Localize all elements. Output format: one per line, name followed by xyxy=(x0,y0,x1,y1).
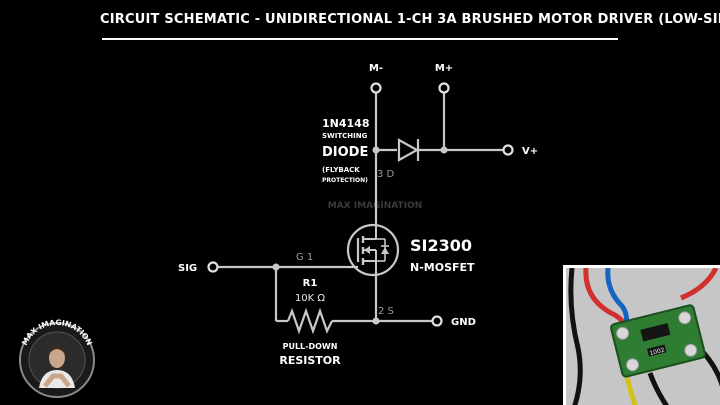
mosfet-part-number: SI2300 xyxy=(410,236,472,255)
diode-type-line: SWITCHING xyxy=(322,132,368,140)
mosfet-symbol xyxy=(346,223,400,277)
label-m-minus: M- xyxy=(369,63,383,74)
label-sig: SIG xyxy=(178,263,197,274)
resistor-ref: R1 xyxy=(303,278,318,289)
diode-part-number: 1N4148 xyxy=(322,117,369,130)
terminal-m-plus xyxy=(438,82,450,94)
junction-gate xyxy=(272,263,280,271)
mosfet-pin-gate: G 1 xyxy=(296,252,313,263)
photo-illustration: 1002 xyxy=(566,268,720,405)
pcb-board: 1002 xyxy=(610,304,706,378)
wires xyxy=(218,92,504,323)
terminal-v-plus xyxy=(502,144,514,156)
mosfet-pin-source: 2 S xyxy=(378,306,394,317)
resistor-symbol xyxy=(286,307,333,335)
title-underline xyxy=(102,38,618,40)
terminal-gnd xyxy=(431,315,443,327)
product-photo: 1002 xyxy=(563,265,720,405)
mosfet-type: N-MOSFET xyxy=(410,261,475,274)
junction-mplus xyxy=(440,146,448,154)
terminal-sig xyxy=(207,261,219,273)
diode-note-line2: PROTECTION) xyxy=(322,177,368,184)
label-gnd: GND xyxy=(451,317,476,328)
junction-drain xyxy=(372,146,380,154)
presenter-avatar xyxy=(39,346,75,388)
label-v-plus: V+ xyxy=(522,146,538,157)
diode-note-line1: (FLYBACK xyxy=(322,166,360,174)
chip-marking: 1002 xyxy=(649,347,666,358)
resistor-desc-line1: PULL-DOWN xyxy=(283,342,338,351)
channel-logo: MAX IMAGINATION xyxy=(19,318,95,398)
resistor-desc-line2: RESISTOR xyxy=(279,354,341,367)
mosfet-pin-drain: 3 D xyxy=(377,169,395,180)
diode-name: DIODE xyxy=(322,145,368,160)
terminal-m-minus xyxy=(370,82,382,94)
page-title: CIRCUIT SCHEMATIC - UNIDIRECTIONAL 1-CH … xyxy=(100,12,720,27)
diode-symbol xyxy=(397,138,420,162)
resistor-value: 10K Ω xyxy=(295,293,325,304)
label-m-plus: M+ xyxy=(435,63,453,74)
junction-source xyxy=(372,317,380,325)
